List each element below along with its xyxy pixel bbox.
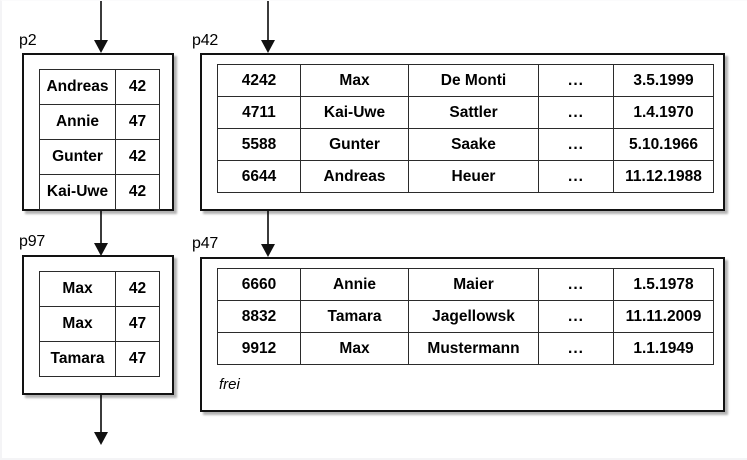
arrow-p97-out — [93, 395, 109, 445]
cell-lastname: Heuer — [408, 160, 539, 193]
cell-firstname: Gunter — [300, 128, 409, 161]
cell-hash: 47 — [115, 306, 160, 342]
table-row: 6644 Andreas Heuer ... 11.12.1988 — [217, 160, 714, 193]
cell-lastname: De Monti — [408, 64, 539, 97]
cell-date: 11.11.2009 — [613, 300, 714, 333]
cell-id: 4242 — [217, 64, 301, 97]
cell-date: 1.4.1970 — [613, 96, 714, 129]
page-box-p47[interactable]: 6660 Annie Maier ... 1.5.1978 8832 Tamar… — [200, 257, 725, 412]
table-row: Max 47 — [39, 306, 160, 342]
cell-date: 11.12.1988 — [613, 160, 714, 193]
cell-date: 1.1.1949 — [613, 332, 714, 365]
free-space-label: frei — [219, 376, 240, 393]
cell-name: Andreas — [39, 69, 116, 105]
cell-firstname: Tamara — [300, 300, 409, 333]
table-row: 8832 Tamara Jagellowsk ... 11.11.2009 — [217, 300, 714, 333]
table-row: 6660 Annie Maier ... 1.5.1978 — [217, 268, 714, 301]
cell-firstname: Max — [300, 64, 409, 97]
cell-date: 1.5.1978 — [613, 268, 714, 301]
cell-id: 4711 — [217, 96, 301, 129]
cell-id: 6644 — [217, 160, 301, 193]
cell-lastname: Maier — [408, 268, 539, 301]
cell-name: Annie — [39, 104, 116, 140]
cell-firstname: Max — [300, 332, 409, 365]
cell-name: Max — [39, 271, 116, 307]
cell-lastname: Sattler — [408, 96, 539, 129]
page-box-p42[interactable]: 4242 Max De Monti ... 3.5.1999 4711 Kai-… — [200, 53, 725, 211]
arrow-p42-to-p47 — [260, 211, 276, 257]
cell-date: 5.10.1966 — [613, 128, 714, 161]
table-row: Kai-Uwe 42 — [39, 174, 160, 210]
cell-more: ... — [538, 64, 614, 97]
cell-firstname: Andreas — [300, 160, 409, 193]
cell-hash: 47 — [115, 341, 160, 377]
cell-id: 9912 — [217, 332, 301, 365]
cell-lastname: Jagellowsk — [408, 300, 539, 333]
cell-firstname: Kai-Uwe — [300, 96, 409, 129]
cell-hash: 42 — [115, 69, 160, 105]
page-label-p47: p47 — [192, 235, 219, 252]
table-row: Gunter 42 — [39, 139, 160, 175]
page-label-p42: p42 — [192, 32, 219, 49]
cell-more: ... — [538, 300, 614, 333]
table-row: Annie 47 — [39, 104, 160, 140]
cell-firstname: Annie — [300, 268, 409, 301]
cell-name: Max — [39, 306, 116, 342]
table-row: 5588 Gunter Saake ... 5.10.1966 — [217, 128, 714, 161]
page-label-p97: p97 — [19, 233, 46, 250]
table-row: 4711 Kai-Uwe Sattler ... 1.4.1970 — [217, 96, 714, 129]
page-box-p97[interactable]: Max 42 Max 47 Tamara 47 — [22, 255, 174, 395]
cell-hash: 47 — [115, 104, 160, 140]
cell-name: Kai-Uwe — [39, 174, 116, 210]
table-row: 4242 Max De Monti ... 3.5.1999 — [217, 64, 714, 97]
cell-id: 5588 — [217, 128, 301, 161]
cell-more: ... — [538, 128, 614, 161]
data-table-p42: 4242 Max De Monti ... 3.5.1999 4711 Kai-… — [217, 64, 714, 193]
cell-name: Tamara — [39, 341, 116, 377]
table-row: Andreas 42 — [39, 69, 160, 105]
data-table-p47: 6660 Annie Maier ... 1.5.1978 8832 Tamar… — [217, 268, 714, 365]
table-row: Max 42 — [39, 271, 160, 307]
arrow-into-p2 — [93, 1, 109, 53]
table-row: Tamara 47 — [39, 341, 160, 377]
cell-lastname: Mustermann — [408, 332, 539, 365]
table-row: 9912 Max Mustermann ... 1.1.1949 — [217, 332, 714, 365]
cell-more: ... — [538, 96, 614, 129]
cell-id: 8832 — [217, 300, 301, 333]
page-box-p2[interactable]: Andreas 42 Annie 47 Gunter 42 Kai-Uwe 42 — [22, 53, 174, 211]
cell-hash: 42 — [115, 174, 160, 210]
arrow-p2-to-p97 — [93, 211, 109, 256]
cell-id: 6660 — [217, 268, 301, 301]
cell-date: 3.5.1999 — [613, 64, 714, 97]
cell-more: ... — [538, 268, 614, 301]
arrow-into-p42 — [260, 1, 276, 53]
cell-lastname: Saake — [408, 128, 539, 161]
cell-more: ... — [538, 160, 614, 193]
page-label-p2: p2 — [19, 32, 37, 49]
cell-hash: 42 — [115, 271, 160, 307]
cell-name: Gunter — [39, 139, 116, 175]
cell-more: ... — [538, 332, 614, 365]
cell-hash: 42 — [115, 139, 160, 175]
directory-table-p97: Max 42 Max 47 Tamara 47 — [39, 271, 160, 377]
directory-table-p2: Andreas 42 Annie 47 Gunter 42 Kai-Uwe 42 — [39, 69, 160, 210]
